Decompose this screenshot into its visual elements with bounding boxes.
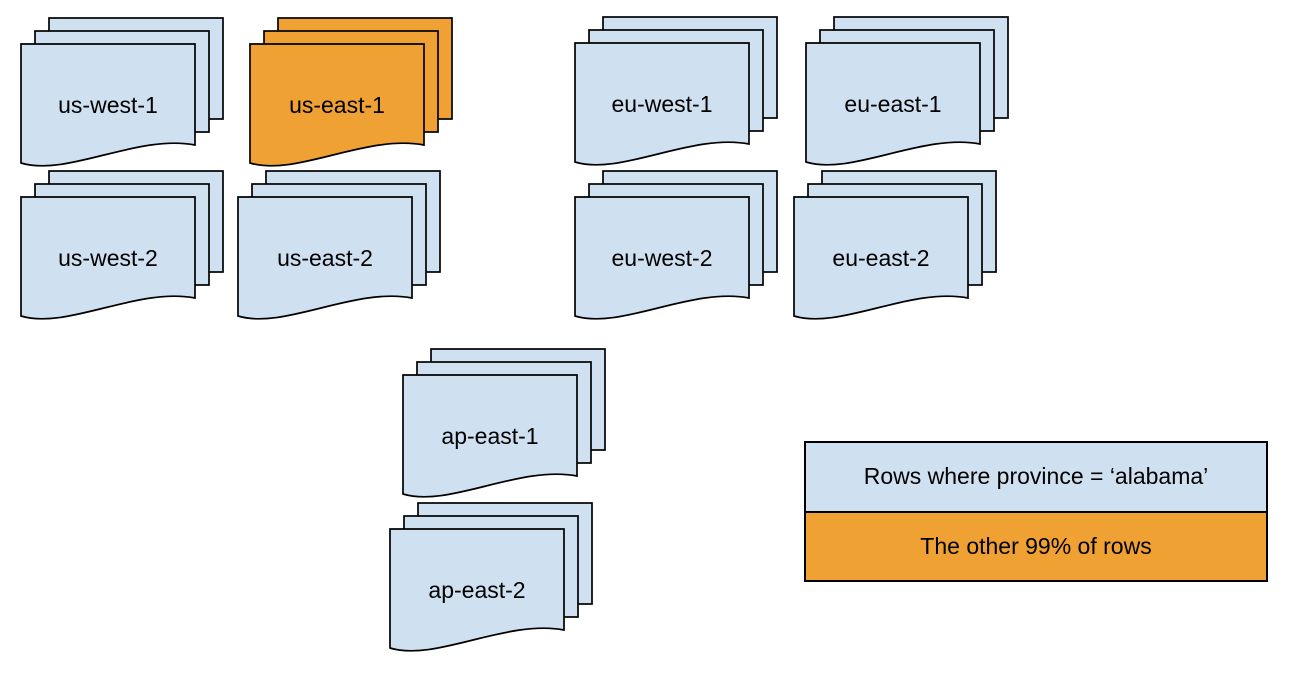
- document-sheet-front: [20, 43, 196, 167]
- multi-document-icon: us-east-2: [237, 170, 441, 320]
- legend-item-alabama-rows: Rows where province = ‘alabama’: [806, 443, 1266, 511]
- document-sheet-front: [805, 42, 981, 166]
- document-sheet-front: [237, 196, 413, 320]
- region-label: eu-west-1: [612, 91, 713, 117]
- multi-document-icon: ap-east-1: [402, 348, 606, 498]
- region-stack-us-east-2: us-east-2: [237, 170, 442, 324]
- region-label: us-west-2: [58, 245, 158, 271]
- region-stack-us-east-1: us-east-1: [249, 17, 454, 171]
- region-label: ap-east-1: [441, 423, 538, 449]
- document-sheet-front: [574, 42, 750, 166]
- document-sheet-front: [402, 374, 578, 498]
- document-sheet-front: [793, 196, 969, 320]
- region-stack-eu-west-1: eu-west-1: [574, 16, 779, 170]
- legend-item-label: Rows where province = ‘alabama’: [863, 463, 1209, 490]
- region-stack-eu-west-2: eu-west-2: [574, 170, 779, 324]
- region-stack-eu-east-1: eu-east-1: [805, 16, 1010, 170]
- document-sheet-front: [249, 43, 425, 167]
- region-label: eu-east-1: [844, 91, 941, 117]
- multi-document-icon: us-west-2: [20, 170, 224, 320]
- region-label: eu-east-2: [832, 245, 929, 271]
- multi-document-icon: eu-east-2: [793, 170, 997, 320]
- region-label: us-east-2: [277, 245, 373, 271]
- multi-document-icon: us-west-1: [20, 17, 224, 167]
- region-stack-eu-east-2: eu-east-2: [793, 170, 998, 324]
- region-label: ap-east-2: [428, 577, 525, 603]
- multi-document-icon: eu-west-2: [574, 170, 778, 320]
- document-sheet-front: [20, 196, 196, 320]
- legend-item-label: The other 99% of rows: [920, 532, 1152, 559]
- region-stack-ap-east-2: ap-east-2: [389, 502, 594, 656]
- region-stack-ap-east-1: ap-east-1: [402, 348, 607, 502]
- region-stack-us-west-1: us-west-1: [20, 17, 225, 171]
- document-sheet-front: [574, 196, 750, 320]
- multi-document-icon: eu-east-1: [805, 16, 1009, 166]
- multi-document-icon: eu-west-1: [574, 16, 778, 166]
- region-label: us-east-1: [289, 92, 385, 118]
- region-stack-us-west-2: us-west-2: [20, 170, 225, 324]
- document-sheet-front: [389, 528, 565, 652]
- multi-document-icon: ap-east-2: [389, 502, 593, 652]
- region-label: eu-west-2: [612, 245, 713, 271]
- region-label: us-west-1: [58, 92, 158, 118]
- multi-document-icon: us-east-1: [249, 17, 453, 167]
- legend: Rows where province = ‘alabama’ The othe…: [804, 441, 1268, 582]
- legend-item-other-rows: The other 99% of rows: [806, 510, 1266, 580]
